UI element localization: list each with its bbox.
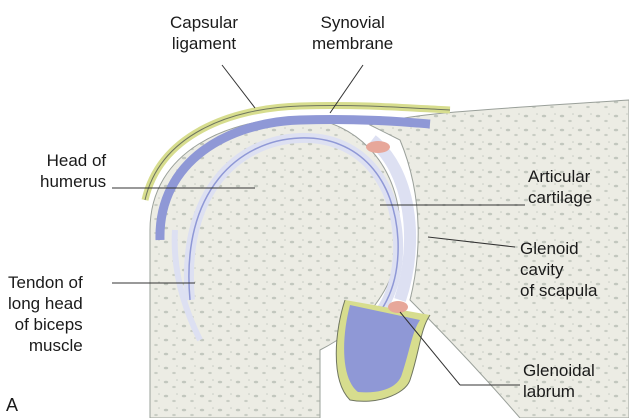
lower-glenoidal-labrum: [388, 301, 408, 313]
label-glenoidal-labrum: Glenoidal labrum: [523, 360, 595, 402]
label-articular-cartilage: Articular cartilage: [528, 166, 592, 208]
label-synovial-membrane: Synovial membrane: [312, 12, 393, 54]
label-head-of-humerus: Head of humerus: [40, 150, 106, 192]
label-glenoid-cavity: Glenoid cavity of scapula: [520, 238, 598, 301]
upper-glenoidal-labrum: [366, 141, 390, 153]
label-tendon-biceps: Tendon of long head of biceps muscle: [8, 272, 83, 356]
leader-capsular-ligament: [222, 65, 255, 108]
label-capsular-ligament: Capsular ligament: [170, 12, 238, 54]
figure-letter: A: [6, 395, 18, 416]
